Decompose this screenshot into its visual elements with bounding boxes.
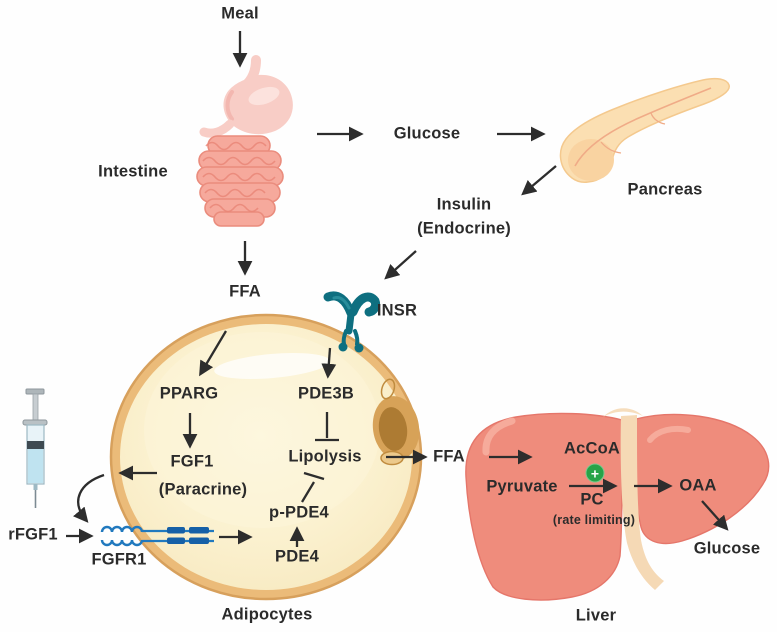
insulin-label: Insulin [436,195,492,214]
glucose-top-label: Glucose [393,124,461,143]
pancreas-icon [559,77,730,183]
intestine-icon [196,135,284,227]
rfgf1-label: rFGF1 [8,525,58,544]
oaa-label: OAA [679,476,717,495]
rate-limiting-label: (rate limiting) [552,513,636,527]
fgfr1-label: FGFR1 [91,550,147,569]
meal-label: Meal [221,4,259,23]
pde3b-label: PDE3B [297,384,355,403]
inhibition-bars [301,412,339,503]
liver-label: Liver [575,606,617,625]
fgfr1-receptor-icon [100,525,214,547]
fgf1-label: FGF1 [170,452,214,471]
arrow-ffa-pparg [199,330,227,377]
adipocytes-label: Adipocytes [221,605,313,624]
arrow-oaa-glucose [701,500,729,531]
organelle-outline [380,378,396,400]
pancreas-label: Pancreas [627,180,703,199]
pc-label: PC [580,490,604,509]
adipocyte-cell [109,313,423,601]
pparg-label: PPARG [159,384,219,403]
pde4-label: PDE4 [275,547,319,566]
inhibition-pde3b-lipolysis [315,412,339,442]
glucose-liver-label: Glucose [693,539,761,558]
ffa-liver-label: FFA [433,447,465,466]
fgf1-mode-label: (Paracrine) [158,480,248,499]
pyruvate-label: Pyruvate [486,477,558,496]
insr-label: INSR [376,301,418,320]
stomach-icon [199,55,293,138]
ffa-top-label: FFA [229,282,261,301]
lipolysis-label: Lipolysis [288,447,362,466]
p-pde4-label: p-PDE4 [269,503,329,522]
insulin-mode-label: (Endocrine) [417,219,511,238]
plus-icon: + [585,463,605,483]
arrow-pancreas-insulin [521,165,557,196]
accoa-label: AcCoA [563,439,621,458]
syringe-icon [22,388,48,508]
insr-receptor-icon [323,291,381,353]
lipid-droplet [372,396,420,460]
arrow-fgf1-fgfr1-curved [73,473,105,523]
pathway-arrows [66,31,729,547]
liver-icon [465,408,770,601]
intestine-label: Intestine [98,162,168,181]
arrow-insr-pde3b [321,347,337,379]
arrow-insulin-insr [384,250,417,280]
inhibition-ppde4-lipolysis [301,471,325,503]
